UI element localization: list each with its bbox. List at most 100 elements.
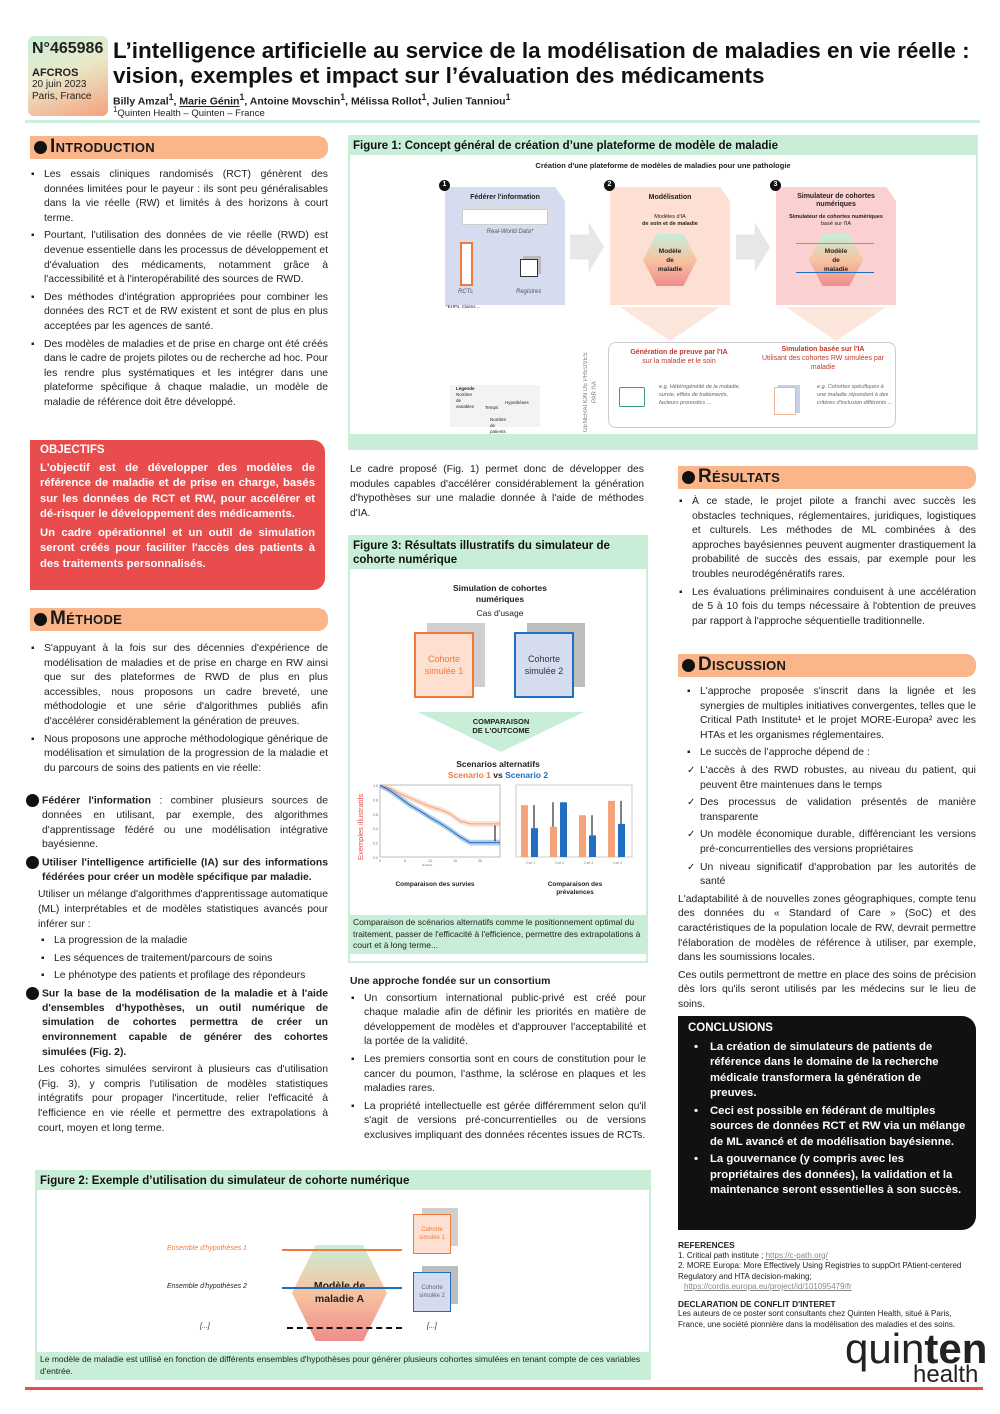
bullet-dot-icon (682, 659, 695, 672)
objectives-title: OBJECTIFS (40, 444, 105, 456)
authors: Billy Amzal1, Marie Génin1, Antoine Movs… (113, 92, 511, 108)
output-title: Génération de preuve par l'IA (630, 349, 728, 356)
panel-sub-line: basé sur l'IA (820, 221, 852, 227)
ellipsis-label: [...] (200, 1323, 210, 1330)
confidence-band (380, 785, 500, 846)
legend: Légende Nombre de variables Temps Nombre… (450, 385, 540, 434)
objectives-box: OBJECTIFS L'objectif est de développer d… (30, 440, 325, 590)
bar-Cat4-s2 (618, 823, 625, 857)
list-item: Des modèles de maladies et de prise en c… (30, 338, 328, 411)
affiliation: 1Quinten Health – Quinten – France (113, 103, 265, 122)
poster-badge: N°465986 AFCROS 20 juin 2023 Paris, Fran… (28, 36, 108, 116)
step-text: Les cohortes simulées serviront à plusie… (38, 1064, 328, 1134)
x-axis-label: timeline (422, 863, 433, 867)
discussion-paragraph: L'adaptabilité à de nouvelles zones géog… (678, 893, 976, 964)
arrow-right-icon (736, 222, 770, 272)
bar-Cat1-s2 (531, 828, 538, 857)
list-item: La gouvernance (y compris avec les propr… (694, 1152, 966, 1199)
cohort-1-cube: Cohorte simulée 1 (413, 1214, 451, 1254)
plot-area (379, 784, 501, 858)
discussion-section: Discussion L'approche proposée s'inscrit… (678, 654, 976, 1012)
step-2-icon: 2 (604, 180, 615, 191)
list-item: Les premiers consortia sont en cours de … (350, 1053, 646, 1097)
heading-text: Introduction (50, 136, 155, 158)
blue-arrow (796, 272, 874, 273)
output-sub: sur la maladie et le soin (642, 358, 716, 365)
monitor-analytics-icon (619, 387, 645, 407)
panel-sub-line: Modèles d'IA (654, 214, 686, 220)
author-sup: 1 (239, 92, 245, 102)
legend-axis: Temps (485, 405, 499, 410)
output-title: Simulation basée sur l'IA (781, 346, 865, 353)
chart-2-label: Comparaison des prévalences (547, 881, 603, 896)
title-line-1: L’intelligence artificielle au service d… (113, 38, 970, 63)
panel-title: Simulateur de cohortes numériques (797, 193, 875, 208)
step-title: Sur la base de la modélisation de la mal… (42, 988, 328, 1058)
y-tick-label: 1.0 (373, 784, 378, 788)
heading-text: Résultats (698, 466, 781, 488)
figure-title: Figure 1: Concept général de création d’… (350, 137, 976, 155)
chart-1-label: Comparaison des survies (395, 881, 475, 888)
panel-title: Fédérer l'information (470, 194, 540, 201)
conflict-text: Les auteurs de ce poster sont consultant… (678, 1309, 956, 1329)
category-label: Cat 4 (613, 860, 623, 865)
footnote: *EHPs, Claims ... (446, 304, 481, 309)
orange-arrow (796, 243, 874, 244)
author-sup: 1 (421, 92, 427, 102)
resultats-heading: Résultats (678, 466, 976, 489)
list-item: Nous proposons une approche méthodologiq… (30, 733, 328, 777)
legend-title: Légende (456, 386, 475, 391)
category-label: Cat 2 (555, 860, 565, 865)
list-item: Des méthodes d'intégration appropriées p… (30, 291, 328, 335)
reference-link[interactable]: https://cordis.europa.eu/project/id/1010… (684, 1282, 852, 1291)
author: Antoine Movschin (249, 95, 341, 108)
step-title: Fédérer l'information (42, 795, 151, 807)
x-tick-label: 0 (379, 859, 381, 863)
survival-line-2 (379, 784, 500, 844)
list-item: La propriété intellectuelle est gérée di… (350, 1100, 646, 1144)
reference-link[interactable]: https://c-path.org/ (765, 1250, 828, 1260)
cohort-2-cube: Cohorte simulée 2 (413, 1272, 451, 1312)
author: Marie Génin (179, 95, 240, 108)
event-location: Paris, France (32, 91, 92, 102)
scenario-1-label: Scenario 1 (447, 770, 491, 780)
figure-caption: Comparaison de scénarios alternatifs com… (350, 915, 646, 954)
methode-section: Méthode S'appuyant à la fois sur des déc… (17, 608, 328, 1136)
conclusions-title: CONCLUSIONS (688, 1022, 773, 1034)
event-date: 20 juin 2023 (32, 79, 87, 90)
conclusions-box: CONCLUSIONS La création de simulateurs d… (678, 1016, 976, 1230)
registres-label: Registres (516, 289, 542, 295)
scenarios-heading: Scenarios alternatifs Scenario 1 vs Scen… (350, 759, 646, 781)
output-example: e.g. Hétérogénéité de la maladie, survie… (659, 384, 741, 406)
y-axis-label: Exemples illustratifs (356, 793, 365, 861)
vs-label: vs (490, 770, 506, 780)
header-divider (25, 120, 980, 123)
list-item: La création de simulateurs de patients d… (694, 1040, 966, 1102)
x-tick-label: 10 (428, 859, 432, 863)
y-tick-label: 0.2 (373, 842, 378, 846)
registry-cube-icon (520, 259, 538, 277)
hypothesis-set-2: Ensemble d'hypothèses 2 (167, 1283, 247, 1290)
logo-part: health (913, 1361, 979, 1388)
list-item: À ce stade, le projet pilote a franchi a… (678, 495, 976, 583)
list-item: Pourtant, l'utilisation des données de v… (30, 229, 328, 287)
list-item: L'approche proposée s'inscrit dans la li… (686, 685, 976, 743)
figure-subtitle: Création d'une plateforme de modèles de … (535, 161, 791, 170)
rwd-block-icon (462, 209, 548, 225)
list-item: Les essais cliniques randomisés (RCT) gé… (30, 168, 328, 226)
author: Billy Amzal (113, 95, 169, 108)
bar-Cat2-s2 (560, 802, 567, 857)
category-label: Cat 3 (584, 860, 594, 865)
panel-sub-line: de soin et de maladie (642, 221, 698, 227)
author-sup: 1 (168, 92, 174, 102)
figure-title: Figure 2: Exemple d’utilisation du simul… (37, 1172, 649, 1190)
x-tick-label: 15 (453, 859, 457, 863)
survival-line-1 (379, 784, 500, 825)
heading-text: Méthode (50, 608, 123, 630)
logo-part: quin (845, 1325, 925, 1372)
quinten-health-logo: quinten health (845, 1328, 987, 1387)
cohort-cube-icon (774, 387, 796, 415)
